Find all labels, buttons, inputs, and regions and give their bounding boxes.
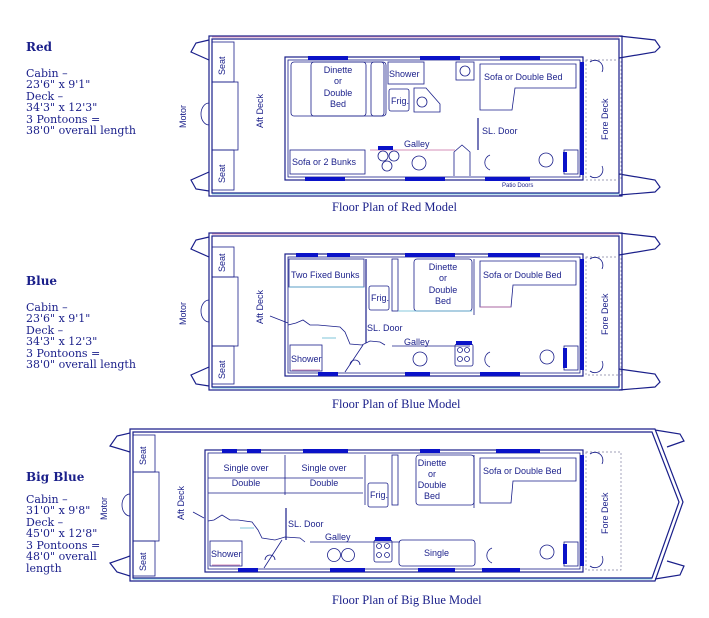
- plan-label: Double: [232, 478, 261, 488]
- fore-deck-label: Fore Deck: [600, 98, 610, 140]
- seat-label: Seat: [138, 446, 148, 465]
- single-over-double-label: Single over: [301, 463, 346, 473]
- shower-label: Shower: [291, 354, 322, 364]
- spec-line: 23'6" x 9'1": [26, 312, 91, 325]
- spec-line: 34'3" x 12'3": [26, 335, 98, 348]
- spec-line: Cabin –: [26, 66, 68, 80]
- sofa-double-bed-label: Sofa or Double Bed: [483, 466, 562, 476]
- caption-big-blue: Floor Plan of Big Blue Model: [332, 593, 482, 607]
- aft-deck-label: Aft Deck: [255, 93, 265, 128]
- two-fixed-bunks-label: Two Fixed Bunks: [291, 270, 360, 280]
- plan-label: Double: [324, 88, 353, 98]
- galley-label: Galley: [325, 532, 351, 542]
- aft-deck-label: Aft Deck: [176, 485, 186, 520]
- sofa-double-bed-label: Sofa or Double Bed: [484, 72, 563, 82]
- motor-label: Motor: [178, 105, 188, 128]
- blue-floor-plan: Motor Seat Seat Aft Deck Two Fixed Bunks…: [178, 232, 661, 391]
- spec-line: 31'0" x 9'8": [26, 504, 91, 517]
- galley-label: Galley: [404, 337, 430, 347]
- plan-label: or: [334, 76, 342, 86]
- spec-line: Cabin –: [26, 492, 68, 506]
- frig-label: Frig.: [371, 293, 389, 303]
- red-model-specs: Red Cabin – 23'6" x 9'1" Deck – 34'3" x …: [26, 40, 136, 137]
- spec-line: Deck –: [26, 89, 64, 103]
- dinette-label: Dinette: [429, 262, 458, 272]
- plan-label: Bed: [435, 296, 451, 306]
- spec-line: 38'0" overall length: [26, 358, 136, 371]
- caption-blue: Floor Plan of Blue Model: [332, 397, 461, 411]
- model-name-red: Red: [26, 40, 52, 54]
- seat-label: Seat: [217, 253, 227, 272]
- big-blue-floor-plan: Motor Seat Seat Aft Deck Single over Dou…: [99, 428, 685, 582]
- shower-label: Shower: [389, 69, 420, 79]
- motor-label: Motor: [178, 302, 188, 325]
- big-blue-model-specs: Big Blue Cabin – 31'0" x 9'8" Deck – 45'…: [26, 470, 101, 575]
- fore-deck-label: Fore Deck: [600, 492, 610, 534]
- spec-line: 38'0" overall length: [26, 124, 136, 137]
- shower-label: Shower: [211, 549, 242, 559]
- aft-deck-label: Aft Deck: [255, 289, 265, 324]
- spec-line: 3 Pontoons =: [26, 112, 101, 126]
- seat-label: Seat: [217, 56, 227, 75]
- spec-line: 23'6" x 9'1": [26, 78, 91, 91]
- spec-line: 48'0" overall: [26, 550, 97, 563]
- red-floor-plan: Motor Seat Seat Aft Deck Dinette or Doub…: [178, 35, 661, 197]
- sofa-double-bed-label: Sofa or Double Bed: [483, 270, 562, 280]
- sofa-or-2-bunks-label: Sofa or 2 Bunks: [292, 157, 357, 167]
- sl-door-label: SL. Door: [288, 519, 324, 529]
- spec-line: 34'3" x 12'3": [26, 101, 98, 114]
- dinette-label: Dinette: [324, 65, 353, 75]
- sl-door-label: SL. Door: [367, 323, 403, 333]
- single-over-double-label: Single over: [223, 463, 268, 473]
- fore-deck-label: Fore Deck: [600, 293, 610, 335]
- plan-label: or: [428, 469, 436, 479]
- spec-line: Deck –: [26, 323, 64, 337]
- sl-door-label: SL. Door: [482, 126, 518, 136]
- spec-line: 45'0" x 12'8": [26, 527, 98, 540]
- model-name-big-blue: Big Blue: [26, 470, 85, 484]
- spec-line: length: [26, 561, 62, 575]
- plan-label: or: [439, 273, 447, 283]
- galley-label: Galley: [404, 139, 430, 149]
- motor-label: Motor: [99, 497, 109, 520]
- blue-model-specs: Blue Cabin – 23'6" x 9'1" Deck – 34'3" x…: [26, 274, 136, 371]
- single-label: Single: [424, 548, 449, 558]
- plan-label: Double: [429, 285, 458, 295]
- spec-line: 3 Pontoons =: [26, 538, 101, 552]
- caption-red: Floor Plan of Red Model: [332, 200, 457, 214]
- patio-doors-label: Patio Doors: [502, 183, 533, 189]
- seat-label: Seat: [217, 164, 227, 183]
- frig-label: Frig.: [370, 490, 388, 500]
- plan-label: Bed: [330, 99, 346, 109]
- plan-label: Bed: [424, 491, 440, 501]
- spec-line: Deck –: [26, 515, 64, 529]
- spec-line: 3 Pontoons =: [26, 346, 101, 360]
- model-name-blue: Blue: [26, 274, 58, 288]
- dinette-label: Dinette: [418, 458, 447, 468]
- plan-label: Double: [310, 478, 339, 488]
- frig-label: Frig.: [391, 96, 409, 106]
- seat-label: Seat: [217, 360, 227, 379]
- spec-line: Cabin –: [26, 300, 68, 314]
- seat-label: Seat: [138, 552, 148, 571]
- plan-label: Double: [418, 480, 447, 490]
